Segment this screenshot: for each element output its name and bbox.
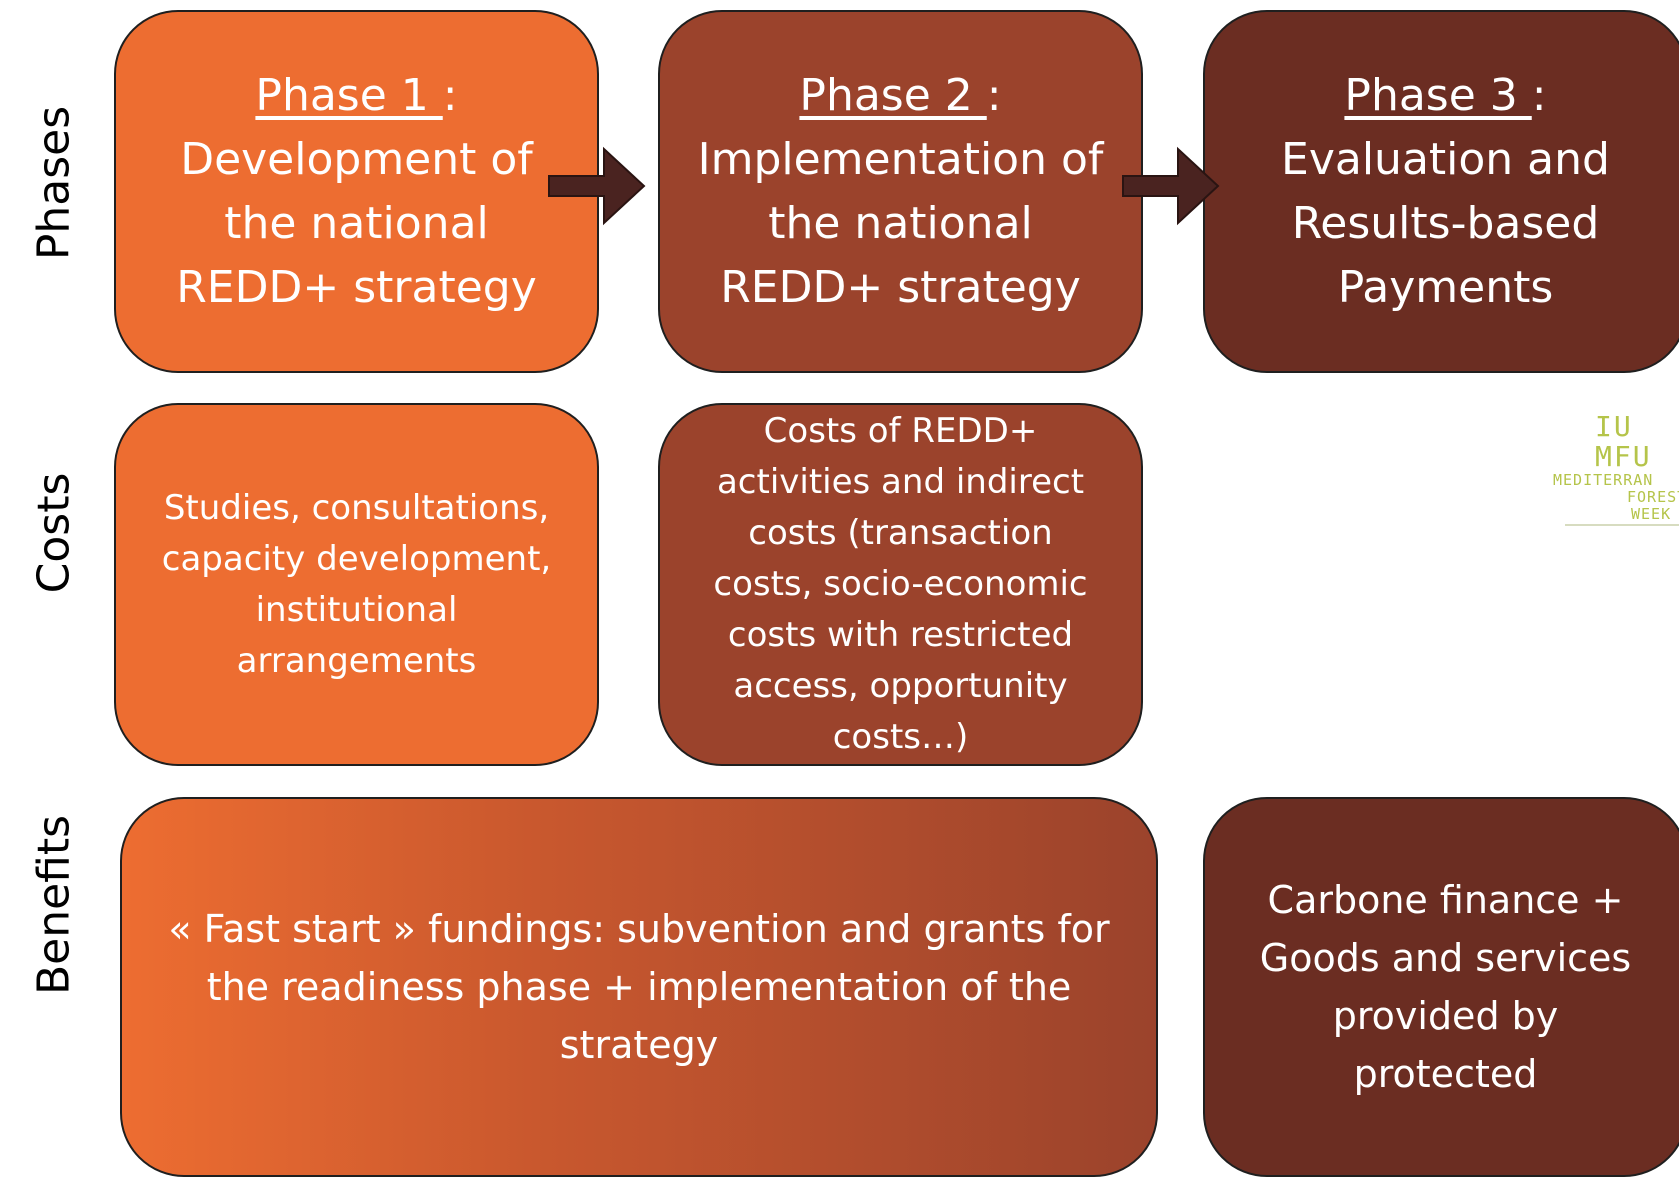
phase-2-heading: Phase 2 :	[799, 69, 1002, 121]
benefit-box-phase-3: Carbone finance + Goods and services pro…	[1203, 797, 1679, 1177]
phase-2-box: Phase 2 : Implementation of the national…	[658, 10, 1143, 373]
cost-box-phase-2: Costs of REDD+ activities and indirect c…	[658, 403, 1143, 766]
arrow-phase-2-to-3	[1122, 146, 1220, 226]
benefit-box-phases-1-2: « Fast start » fundings: subvention and …	[120, 797, 1158, 1177]
cost-box-phase-1: Studies, consultations, capacity develop…	[114, 403, 599, 766]
logo-rule	[1565, 524, 1679, 526]
phase-1-heading: Phase 1 :	[255, 69, 458, 121]
phase-3-heading: Phase 3 :	[1344, 69, 1547, 121]
phase-3-box: Phase 3 : Evaluation and Results-based P…	[1203, 10, 1679, 373]
arrow-phase-1-to-2	[548, 146, 646, 226]
phase-1-box: Phase 1 : Development of the national RE…	[114, 10, 599, 373]
mediterranean-forest-week-logo: IU MFU MEDITERRAN FOREST WEEK	[1545, 412, 1679, 532]
